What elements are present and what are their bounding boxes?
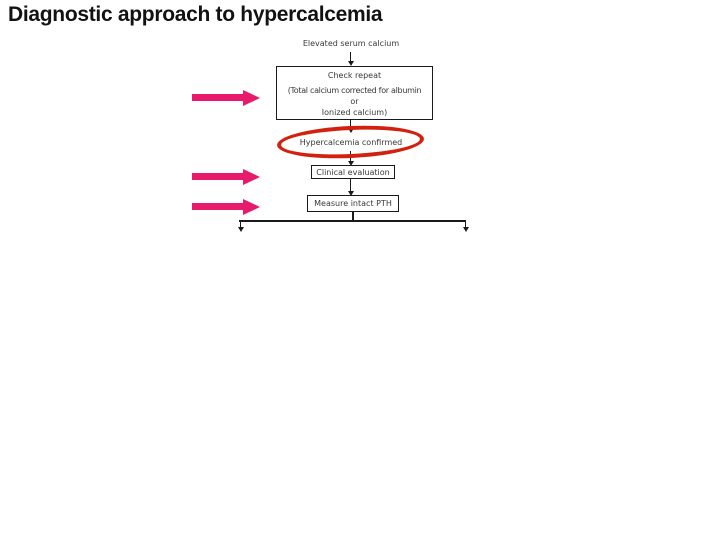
branch-right-down-arrow-icon bbox=[461, 221, 470, 232]
branch-stem-line bbox=[352, 212, 354, 221]
down-arrow-icon bbox=[346, 52, 355, 66]
check-repeat-line1: Check repeat bbox=[327, 71, 382, 80]
node-clinical-evaluation: Clinical evaluation bbox=[311, 165, 395, 179]
node-measure-intact-pth: Measure intact PTH bbox=[307, 195, 399, 212]
check-repeat-line4: Ionized calcium) bbox=[321, 108, 388, 117]
clinical-evaluation-label: Clinical evaluation bbox=[316, 167, 390, 177]
node-elevated-serum-calcium: Elevated serum calcium bbox=[302, 39, 400, 48]
measure-intact-pth-label: Measure intact PTH bbox=[314, 199, 392, 208]
branch-horizontal-line bbox=[239, 220, 466, 222]
down-arrow-icon bbox=[346, 151, 355, 166]
node-hypercalcemia-confirmed: Hypercalcemia confirmed bbox=[299, 138, 403, 147]
check-repeat-line3: or bbox=[350, 97, 359, 106]
highlight-arrow-icon bbox=[192, 198, 260, 215]
check-repeat-line2: (Total calcium corrected for albumin bbox=[287, 86, 422, 95]
highlight-arrow-icon bbox=[192, 168, 260, 185]
down-arrow-icon bbox=[346, 179, 355, 196]
highlight-arrow-icon bbox=[192, 89, 260, 106]
red-ellipse-annotation-icon bbox=[276, 122, 425, 162]
slide-title: Diagnostic approach to hypercalcemia bbox=[8, 3, 383, 26]
down-arrow-icon bbox=[346, 120, 355, 133]
node-check-repeat: Check repeat (Total calcium corrected fo… bbox=[276, 66, 433, 120]
branch-left-down-arrow-icon bbox=[236, 221, 245, 232]
